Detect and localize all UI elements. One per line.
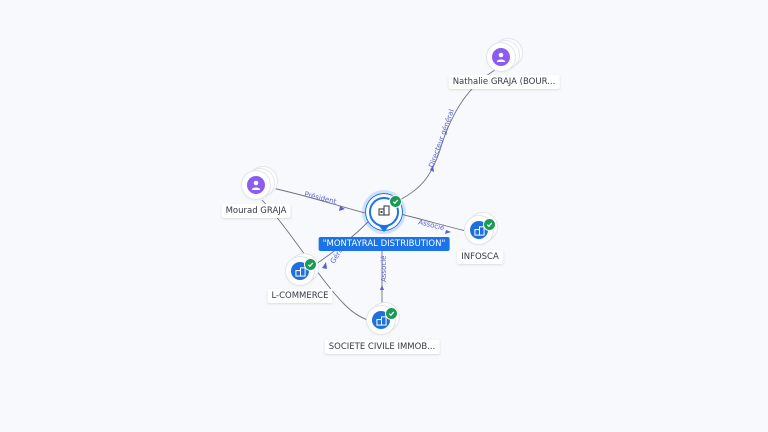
edge-arrow-president xyxy=(339,206,345,211)
node-circle xyxy=(487,43,515,71)
edge-label-associe-sci: Associé xyxy=(380,256,388,282)
person-icon xyxy=(247,176,265,194)
edge-mourad-sci xyxy=(261,199,376,323)
node-label-infosca[interactable]: INFOSCA xyxy=(457,250,503,264)
pin-tip xyxy=(379,226,389,232)
node-infosca[interactable] xyxy=(462,212,504,254)
check-icon xyxy=(389,195,402,208)
node-label-sci[interactable]: SOCIETE CIVILE IMMOB... xyxy=(324,340,440,354)
building-icon xyxy=(378,203,390,221)
node-label-nathalie[interactable]: Nathalie GRAJA (BOUR... xyxy=(448,75,560,89)
edge-label-associe-infosca: Associé xyxy=(418,218,446,232)
node-nathalie[interactable] xyxy=(485,38,527,80)
edge-label-president: Président xyxy=(304,190,338,206)
node-label-mourad[interactable]: Mourad GRAJA xyxy=(221,204,291,218)
edge-associe-infosca xyxy=(399,213,471,233)
node-lcommerce[interactable] xyxy=(283,253,325,295)
check-icon xyxy=(483,218,496,231)
edge-arrow-directeur-general xyxy=(430,165,434,172)
check-icon xyxy=(385,307,398,320)
node-label-main[interactable]: "MONTAYRAL DISTRIBUTION" xyxy=(318,237,450,251)
edge-directeur-general xyxy=(399,69,496,201)
node-mourad[interactable] xyxy=(240,166,282,208)
node-sci[interactable] xyxy=(364,302,406,344)
node-circle xyxy=(242,171,270,199)
person-icon xyxy=(492,48,510,66)
node-main[interactable] xyxy=(362,190,408,236)
edge-label-directeur-general: Directeur général xyxy=(427,108,456,168)
edge-president xyxy=(271,187,366,214)
node-label-lcommerce[interactable]: L-COMMERCE xyxy=(267,289,333,303)
edge-arrow-associe-sci xyxy=(380,285,384,290)
edge-arrow-associe-infosca xyxy=(445,230,451,234)
edge-arrow-gerant-lcommerce xyxy=(322,262,327,269)
check-icon xyxy=(304,258,317,271)
